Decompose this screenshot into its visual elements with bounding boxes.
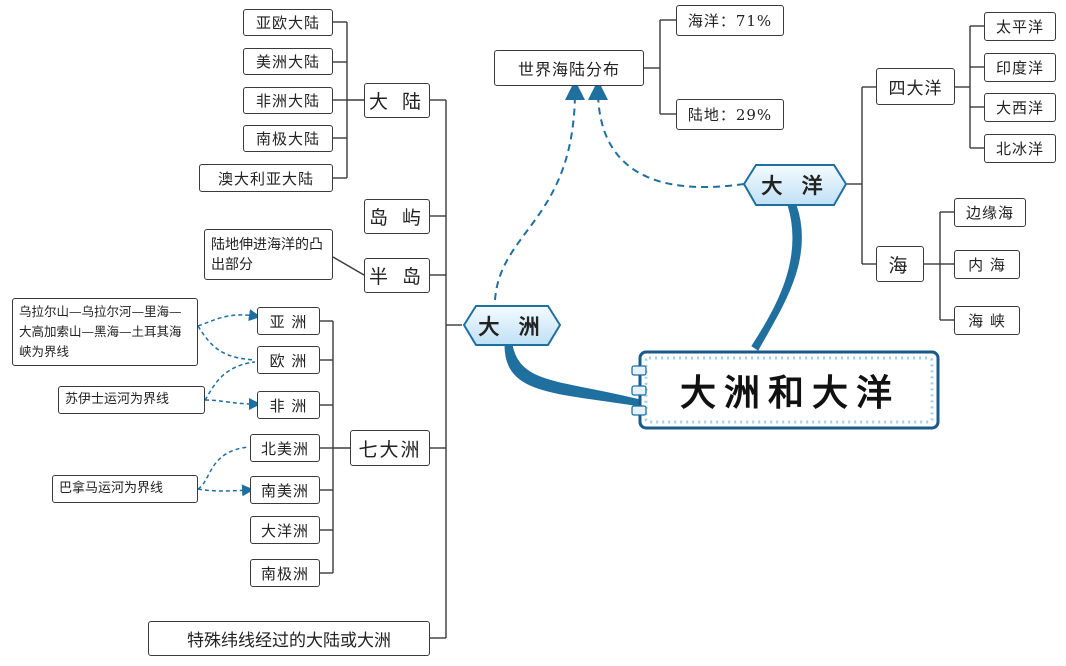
distribution-node[interactable]: 世界海陆分布 [494, 50, 644, 86]
sea-marginal[interactable]: 边缘海 [954, 198, 1026, 227]
continent-antarctica[interactable]: 南极洲 [250, 559, 320, 587]
sea-node[interactable]: 海 [876, 246, 924, 282]
peninsula-node[interactable]: 半 岛 [364, 258, 430, 293]
continent-south-america[interactable]: 南美洲 [250, 476, 320, 504]
ocean-arctic[interactable]: 北冰洋 [984, 134, 1056, 163]
mainland-americas[interactable]: 美洲大陆 [243, 48, 333, 75]
island-node[interactable]: 岛 屿 [364, 199, 430, 234]
title-tab-1 [631, 365, 647, 376]
continent-europe[interactable]: 欧 洲 [257, 346, 320, 374]
suez-africa-arrow [204, 397, 261, 410]
oceans-hub[interactable]: 大 洋 [761, 173, 829, 198]
continent-africa[interactable]: 非 洲 [257, 391, 320, 419]
oceans-hub-shape [742, 164, 848, 206]
ocean-atlantic[interactable]: 大西洋 [984, 93, 1056, 122]
note-panama-canal: 巴拿马运河为界线 [52, 475, 198, 503]
ocean-indian[interactable]: 印度洋 [984, 53, 1056, 82]
peninsula-definition: 陆地伸进海洋的凸出部分 [204, 229, 333, 280]
mainland-australia[interactable]: 澳大利亚大陆 [199, 164, 333, 192]
ocean-share-node[interactable]: 海洋：71% [676, 5, 784, 36]
continents-hub[interactable]: 大 洲 [478, 313, 546, 339]
continents-to-distribution-arrow [494, 80, 585, 301]
title-tab-3 [631, 405, 647, 416]
mainland-africa[interactable]: 非洲大陆 [243, 87, 333, 114]
continents-hub-shape [462, 305, 562, 346]
four-oceans-node[interactable]: 四大洋 [876, 68, 955, 105]
oceans-to-distribution-arrow [588, 80, 745, 189]
sea-strait[interactable]: 海 峡 [954, 306, 1020, 335]
title-tab-2 [631, 385, 647, 396]
oceans-connectors [644, 19, 984, 321]
ocean-pacific[interactable]: 太平洋 [984, 12, 1056, 41]
mainland-eurasia[interactable]: 亚欧大陆 [243, 9, 333, 36]
panama-sa-arrow [197, 484, 254, 497]
sea-inland[interactable]: 内 海 [954, 250, 1020, 279]
continent-north-america[interactable]: 北美洲 [250, 434, 320, 462]
seven-continents-node[interactable]: 七大洲 [350, 430, 430, 466]
special-latitude-node[interactable]: 特殊纬线经过的大陆或大洲 [148, 621, 430, 656]
continent-oceania[interactable]: 大洋洲 [250, 516, 320, 544]
land-share-node[interactable]: 陆地：29% [676, 99, 784, 130]
oceans-title-link [751, 204, 802, 351]
continents-title-link [504, 344, 641, 407]
panama-na-link [197, 446, 249, 490]
suez-europe-link [204, 361, 256, 401]
mainland-node[interactable]: 大 陆 [364, 83, 430, 118]
continent-asia[interactable]: 亚 洲 [257, 307, 320, 335]
note-suez-canal: 苏伊士运河为界线 [58, 386, 205, 414]
note-asia-europe-boundary: 乌拉尔山—乌拉尔河—里海—大高加索山—黑海—土耳其海峡为界线 [12, 298, 198, 366]
mind-map-title: 大洲和大洋 [679, 372, 900, 414]
mainland-antarctica[interactable]: 南极大陆 [243, 125, 333, 152]
note-europe-link [197, 325, 256, 361]
continents-trunk [320, 21, 462, 639]
note-asia-arrow [197, 309, 261, 327]
